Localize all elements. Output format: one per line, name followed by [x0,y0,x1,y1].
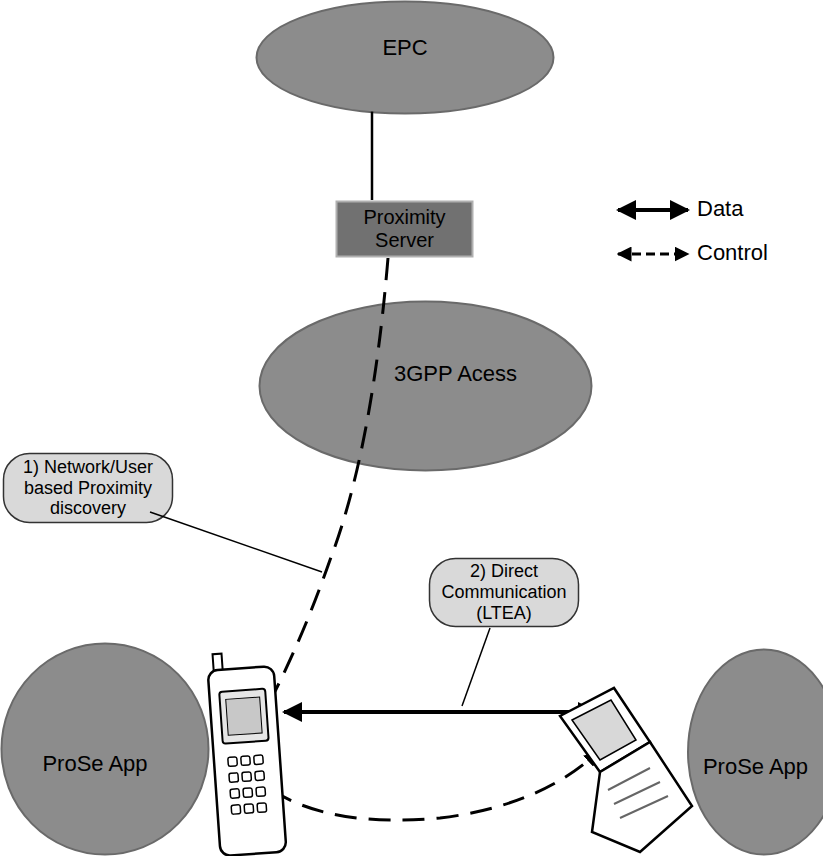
network-ellipse: EPC [255,0,555,115]
node-label: 2) Direct Communication (LTEA) [436,561,572,623]
leader-line [462,628,490,706]
keypad-key [244,804,254,814]
keypad-key [230,789,240,799]
keypad-key [242,772,252,782]
control-line [268,258,388,705]
control-line-phones [272,752,598,820]
leader-line [150,512,322,572]
node-label: 1) Network/User based Proximity discover… [10,457,166,519]
keypad-key [228,757,238,767]
callout-box-shape [430,559,579,627]
node-label: EPC [382,35,427,60]
keypad-key [255,771,265,781]
keypad-key [243,788,253,798]
keypad-key [241,756,251,766]
keypad-key [231,805,241,815]
callout-box-shape [4,454,173,523]
access-ellipse: 3GPP Acess [258,300,593,472]
flip-phone [560,688,692,852]
node-label: 3GPP Acess [394,361,517,386]
app-circle-outline [688,648,823,856]
app-circle-shape [688,650,823,855]
keypad-key [229,773,239,783]
node-label: ProSe App [42,751,147,776]
legend-control-arrow [618,253,688,256]
node-label: Proximity Server [335,206,474,252]
server-box: Proximity Server [335,200,474,258]
mobile-phone [207,650,287,856]
keypad-key [256,787,266,797]
data-line [284,710,596,714]
legend-label: Data [697,196,743,222]
access-ellipse-shape [260,302,592,471]
keypad-key [257,803,267,813]
legend-label: Control [697,240,768,266]
legend-data-arrow [618,208,688,212]
node-label: ProSe App [703,754,808,779]
app-circle-shape [2,644,209,855]
keypad-key [254,755,264,765]
network-ellipse-shape [257,2,554,114]
app-circle: ProSe App [0,642,210,856]
connector-line [371,112,374,200]
app-circle: ProSe App [688,648,823,856]
callout-box: 1) Network/User based Proximity discover… [2,452,174,524]
app-circle-outline [0,642,210,856]
callout-box: 2) Direct Communication (LTEA) [428,557,580,628]
